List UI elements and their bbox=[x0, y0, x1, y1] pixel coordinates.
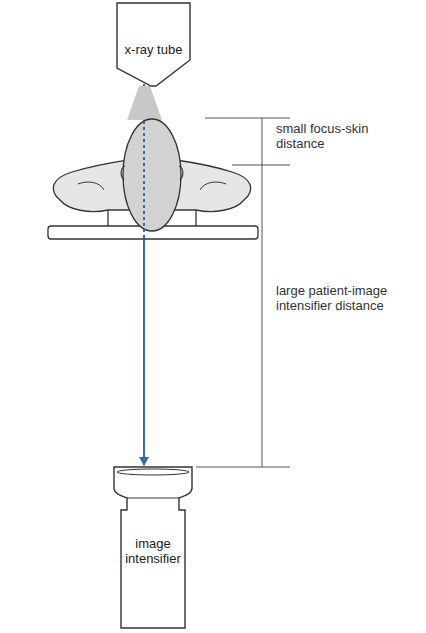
image-intensifier: image intensifier bbox=[113, 466, 193, 630]
node-label: image intensifier bbox=[113, 536, 193, 566]
xray-tube: x-ray tube bbox=[116, 2, 191, 88]
distance-brackets bbox=[196, 118, 290, 467]
distance-label: small focus-skin distance bbox=[276, 121, 406, 151]
patient-head bbox=[123, 119, 181, 231]
xray-beam bbox=[127, 86, 162, 120]
patient-ears bbox=[121, 166, 183, 180]
distance-label: large patient-image intensifier distance bbox=[276, 283, 416, 313]
beam-through-patient bbox=[143, 121, 145, 238]
node-label: x-ray tube bbox=[116, 42, 191, 57]
xray-beam-arrow bbox=[143, 84, 145, 465]
